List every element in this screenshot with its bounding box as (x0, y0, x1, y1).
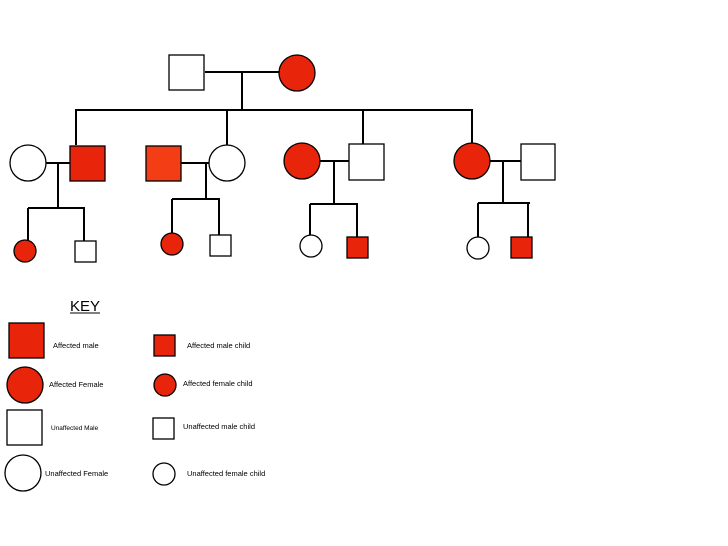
key-label-affected-female-child: Affected female child (183, 379, 253, 388)
key-label-unaffected-male: Unaffected Male (51, 425, 99, 432)
g1-unaffected-male (168, 54, 205, 91)
key-title: KEY (70, 298, 100, 315)
g3-unaffected-male-child-b (209, 234, 232, 257)
key-label-unaffected-male-child: Unaffected male child (183, 422, 255, 431)
g3-affected-male-child-d (510, 236, 533, 259)
g2-unaffected-female-spouse-a (9, 144, 47, 182)
key-unaffected-male-child-icon (152, 417, 175, 440)
g2-affected-female-d (453, 142, 491, 180)
key-label-unaffected-female-child: Unaffected female child (187, 469, 265, 478)
key-label-unaffected-female: Unaffected Female (45, 469, 108, 478)
g3-unaffected-female-child-c (299, 234, 323, 258)
key-label-affected-male-child: Affected male child (187, 341, 250, 350)
g2-unaffected-male-spouse-d (520, 143, 556, 181)
g3-affected-male-child-c (346, 236, 369, 259)
g3-affected-female-child-b (160, 232, 184, 256)
g2-affected-male-b (145, 145, 182, 182)
g3-unaffected-female-child-d (466, 236, 490, 260)
key-unaffected-female-icon (4, 454, 42, 492)
key-legend: KEY Affected male Affected male child Af… (4, 298, 265, 492)
key-affected-male-child-icon (153, 334, 176, 357)
g3-affected-female-child-a (13, 239, 37, 263)
key-affected-male-icon (8, 322, 45, 359)
key-label-affected-male: Affected male (53, 341, 99, 350)
key-affected-female-icon (6, 366, 44, 404)
g2-unaffected-female-spouse-b (208, 144, 246, 182)
key-unaffected-male-icon (6, 409, 43, 446)
g2-unaffected-male-spouse-c (348, 143, 385, 181)
key-affected-female-child-icon (153, 373, 177, 397)
key-unaffected-female-child-icon (152, 462, 176, 486)
g1-affected-female (278, 54, 316, 92)
key-label-affected-female: Affected Female (49, 380, 103, 389)
pedigree-lines (27, 71, 530, 241)
g2-affected-female-c (283, 142, 321, 180)
g3-unaffected-male-child-a (74, 240, 97, 263)
g2-affected-male-a (69, 145, 106, 182)
